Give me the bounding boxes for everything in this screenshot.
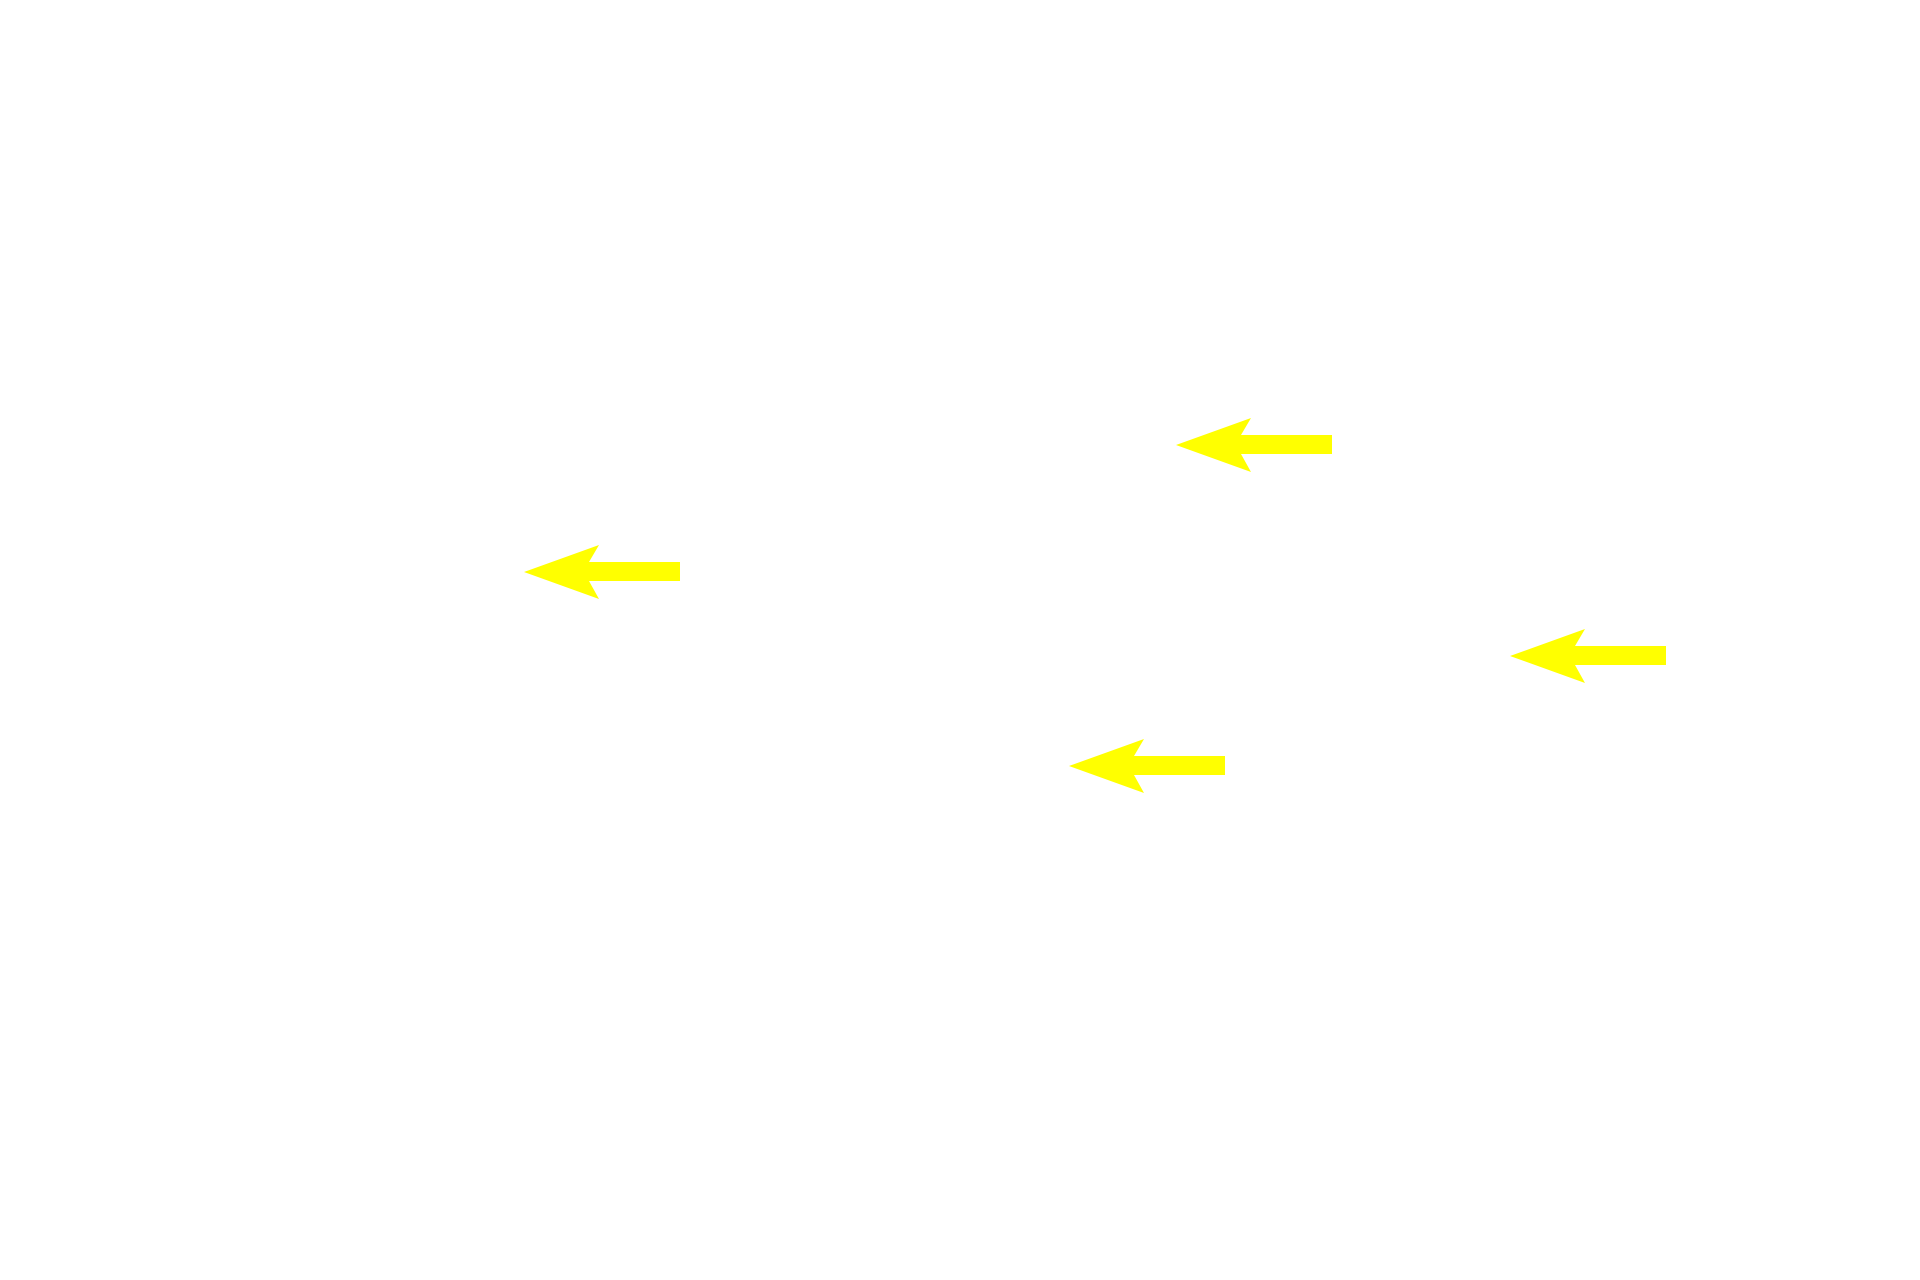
left-arrow-icon (1510, 629, 1666, 683)
left-arrow-icon (1069, 739, 1225, 793)
left-arrow-icon (1176, 418, 1332, 472)
left-arrow-icon (524, 545, 680, 599)
